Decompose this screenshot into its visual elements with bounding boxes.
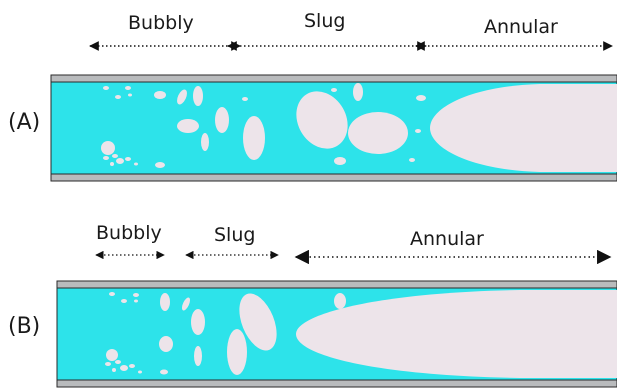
panel-b-pipe: [57, 281, 617, 387]
panel-a-pipe: [51, 75, 617, 181]
